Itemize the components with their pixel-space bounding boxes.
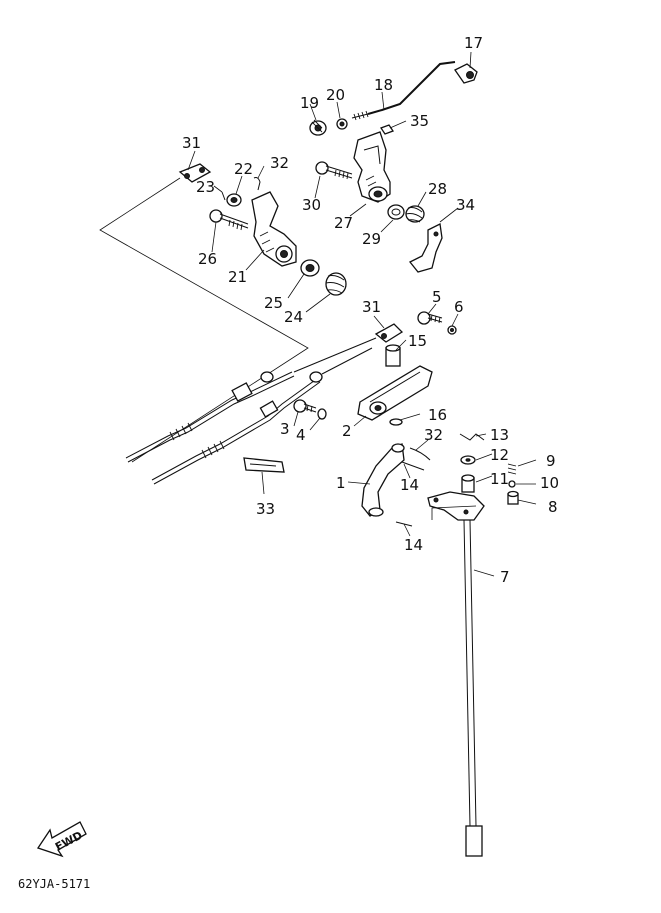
label-34: 34 [456,196,475,214]
drawing-code: 62YJA-5171 [18,877,90,891]
part-23-pin [221,191,226,201]
label-14-lower: 14 [404,536,423,554]
shift-plate [427,491,485,521]
assembly-reference-lines [99,177,309,463]
part-17-clip [454,63,478,84]
part-32-clip-lower [409,447,431,461]
part-29-collar [387,204,405,220]
label-13: 13 [490,426,509,444]
part-6-washer [447,325,457,335]
label-35: 35 [410,112,429,130]
part-1-shift-arm [361,443,405,517]
part-11-bushing [461,474,475,493]
label-25: 25 [264,294,283,312]
cable-upper [125,337,377,463]
part-31-link-lower [374,323,404,343]
part-33-clamp [243,457,285,473]
label-32-lower: 32 [424,426,443,444]
label-31-lower: 31 [362,298,381,316]
part-number-labels: 17 18 19 20 35 31 32 22 23 30 28 34 27 2… [182,34,559,586]
part-35-pin [380,124,394,135]
part-5-bolt [417,311,443,325]
label-14-upper: 14 [400,476,419,494]
label-31-upper: 31 [182,134,201,152]
label-7: 7 [500,568,510,586]
label-6: 6 [454,298,464,316]
part-21-bracket [251,191,297,267]
part-2-arm [357,365,433,421]
part-24-spring [325,272,347,296]
label-19: 19 [300,94,319,112]
part-10-ball [508,480,516,488]
label-29: 29 [362,230,381,248]
part-31-link-upper [178,163,212,183]
part-34-lever [408,223,443,273]
part-19-bushing [309,119,327,136]
label-18: 18 [374,76,393,94]
label-10: 10 [540,474,559,492]
label-16: 16 [428,406,447,424]
part-7-shift-rod [463,519,483,857]
label-27: 27 [334,214,353,232]
label-28: 28 [428,180,447,198]
fwd-direction-badge: FWD [36,821,87,858]
label-23: 23 [196,178,215,196]
label-2: 2 [342,422,352,440]
part-13-clip [459,433,485,441]
label-24: 24 [284,308,303,326]
part-25-collar [300,259,320,277]
part-20-nut [336,118,348,130]
part-22-collar [226,193,242,207]
label-5: 5 [432,288,442,306]
part-30-bolt [315,161,353,180]
label-12: 12 [490,446,509,464]
part-4-washer [317,408,327,420]
label-30: 30 [302,196,321,214]
label-17: 17 [464,34,483,52]
part-16-washer [389,418,403,426]
leader-lines [187,51,537,577]
part-3-bolt [293,399,317,413]
label-11: 11 [490,470,509,488]
label-9: 9 [546,452,556,470]
label-15: 15 [408,332,427,350]
part-28-spring [405,205,425,223]
part-9-spring [507,463,517,475]
part-18-rod [351,61,456,121]
part-14-pin-a [401,461,425,471]
label-3: 3 [280,420,290,438]
label-26: 26 [198,250,217,268]
part-8-detent [507,490,519,505]
part-12-washer [460,455,476,465]
label-1: 1 [336,474,346,492]
label-21: 21 [228,268,247,286]
part-27-bracket [353,131,391,203]
label-32-upper: 32 [270,154,289,172]
label-22: 22 [234,160,253,178]
label-8: 8 [548,498,558,516]
label-20: 20 [326,86,345,104]
label-4: 4 [296,426,306,444]
cable-lower [151,347,373,485]
label-33: 33 [256,500,275,518]
part-32-clip-upper [253,177,261,191]
